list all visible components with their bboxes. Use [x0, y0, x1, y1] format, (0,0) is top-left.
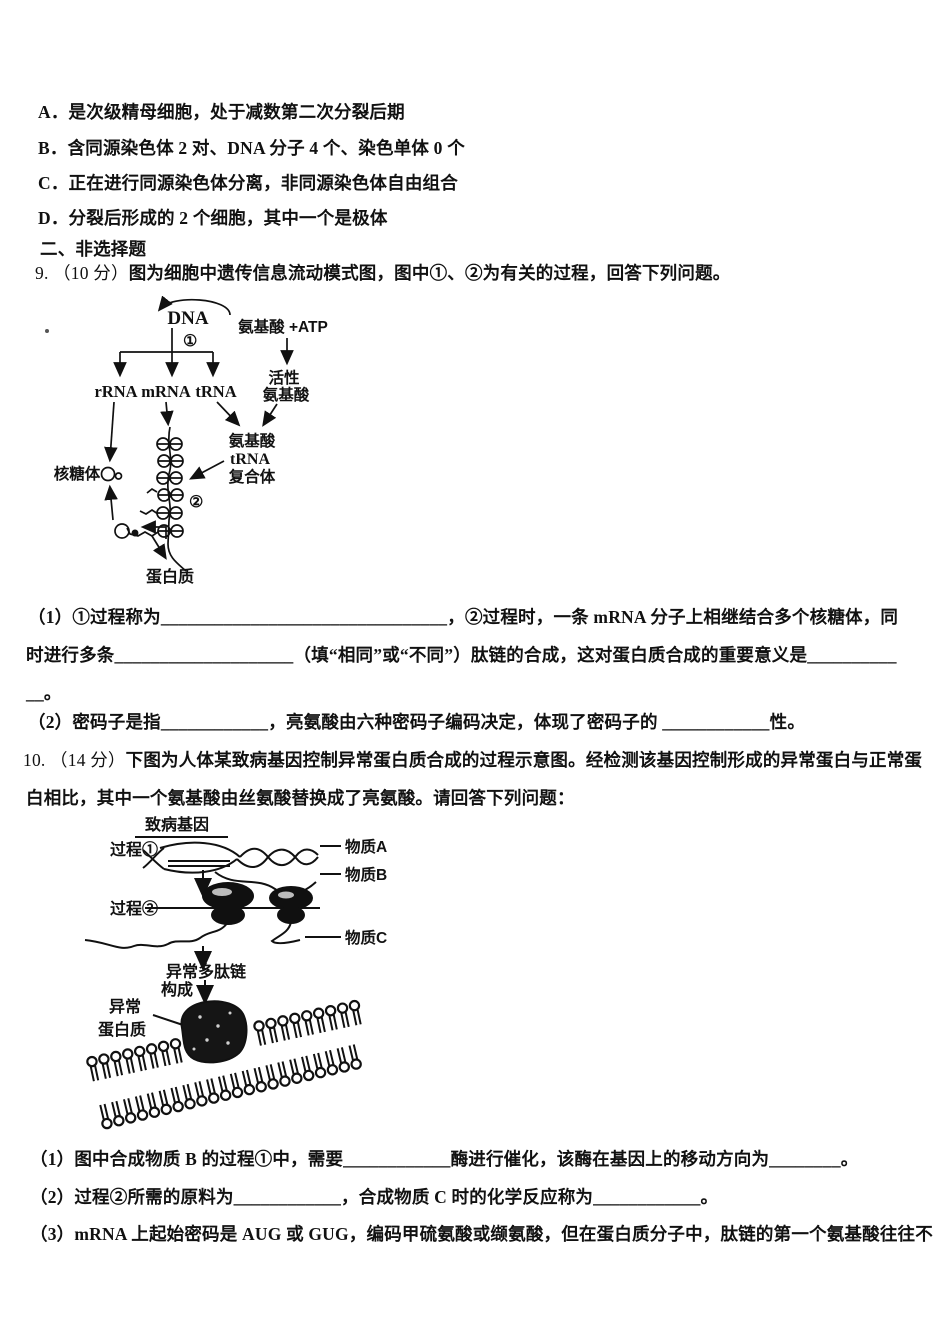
- label-trna: tRNA: [195, 382, 236, 401]
- q10-sub1: （1）图中合成物质 B 的过程①中，需要____________酶进行催化，该酶…: [30, 1149, 859, 1169]
- label-process-2: 过程②: [110, 899, 158, 918]
- label-ribosome: 核糖体: [54, 464, 101, 483]
- label-protein: 蛋白质: [146, 567, 194, 586]
- label-step1: ①: [183, 333, 197, 350]
- section-title: 二、非选择题: [40, 239, 147, 259]
- label-substance-c: 物质C: [345, 928, 387, 947]
- label-dna: DNA: [167, 308, 208, 329]
- q9-number: 9. （10 分）: [35, 263, 129, 283]
- label-rrna: rRNA: [94, 382, 137, 401]
- q9-sub1: （1）①过程称为________________________________…: [28, 607, 899, 627]
- label-abnormal-2: 蛋白质: [98, 1020, 146, 1039]
- label-active-1: 活性: [268, 368, 300, 387]
- option-c: C．正在进行同源染色体分离，非同源染色体自由组合: [38, 173, 458, 193]
- option-d: D．分裂后形成的 2 个细胞，其中一个是极体: [38, 208, 388, 228]
- label-compose: 构成: [161, 980, 193, 999]
- label-abnormal-1: 异常: [109, 997, 141, 1016]
- diagram-abnormal-protein: 致病基因 过程① 过程② 物质A 物质B 物质C 异常多肽链 构成 异常 蛋白质: [84, 815, 387, 1130]
- q10-stem-1: 下图为人体某致病基因控制异常蛋白质合成的过程示意图。经检测该基因控制形成的异常蛋…: [125, 750, 923, 770]
- q9-sub4: （2）密码子是指____________，亮氨酸由六种密码子编码决定，体现了密码…: [28, 712, 806, 732]
- label-complex-1: 氨基酸: [229, 431, 276, 450]
- label-aa-atp: 氨基酸 +ATP: [238, 317, 328, 336]
- membrane-bilayer: [86, 999, 362, 1130]
- scan-artifact-dot: [45, 329, 49, 333]
- label-complex-3: 复合体: [228, 467, 276, 486]
- option-b: B．含同源染色体 2 对、DNA 分子 4 个、染色单体 0 个: [38, 138, 465, 158]
- label-disease-gene: 致病基因: [145, 815, 209, 834]
- label-active-2: 氨基酸: [263, 385, 310, 404]
- label-complex-2: tRNA: [230, 451, 270, 468]
- q10-number: 10. （14 分）: [23, 750, 126, 770]
- label-substance-b: 物质B: [345, 865, 387, 884]
- label-substance-a: 物质A: [345, 837, 387, 856]
- polysome-ribosomes: [156, 437, 184, 538]
- option-a: A．是次级精母细胞，处于减数第二次分裂后期: [38, 102, 405, 122]
- label-process-1: 过程①: [110, 840, 158, 859]
- q9-sub3: __。: [26, 683, 62, 703]
- q10-stem-line2: 白相比，其中一个氨基酸由丝氨酸替换成了亮氨酸。请回答下列问题：: [26, 788, 575, 808]
- q10-stem-line1: 10. （14 分）下图为人体某致病基因控制异常蛋白质合成的过程示意图。经检测该…: [23, 747, 922, 772]
- q10-sub3: （3）mRNA 上起始密码是 AUG 或 GUG，编码甲硫氨酸或缬氨酸，但在蛋白…: [30, 1224, 933, 1244]
- ribosomes: [202, 882, 313, 925]
- abnormal-protein-blob: [180, 1000, 248, 1064]
- q9-sub2: 时进行多条____________________（填“相同”或“不同”）肽链的…: [26, 645, 897, 665]
- q10-sub2: （2）过程②所需的原料为____________，合成物质 C 时的化学反应称为…: [30, 1187, 719, 1207]
- label-abnormal-chain: 异常多肽链: [166, 962, 247, 981]
- q9-stem-line: 9. （10 分）图为细胞中遗传信息流动模式图，图中①、②为有关的过程，回答下列…: [35, 260, 731, 285]
- diagram-gene-expression: DNA ① rRNA mRNA tRNA 氨基酸 +ATP 活性 氨基酸 氨基酸…: [54, 296, 328, 586]
- label-mrna: mRNA: [141, 382, 191, 401]
- label-step2: ②: [189, 494, 203, 511]
- q9-stem: 图为细胞中遗传信息流动模式图，图中①、②为有关的过程，回答下列问题。: [128, 263, 731, 283]
